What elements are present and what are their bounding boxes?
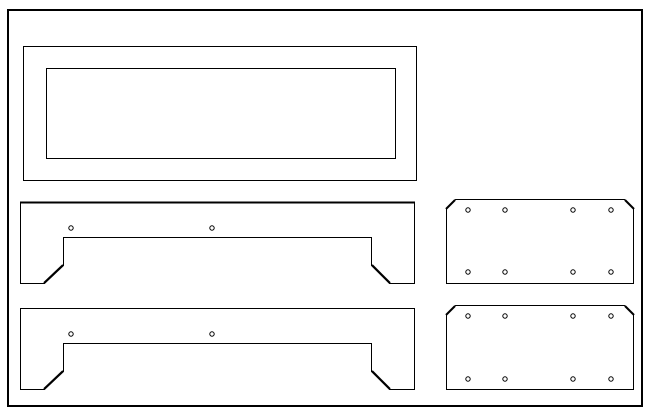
frame-outer-edge xyxy=(23,46,417,181)
frame-inner-cutout xyxy=(46,68,396,159)
sheet-border xyxy=(7,9,643,407)
mounting-hole xyxy=(68,225,74,231)
mounting-hole xyxy=(608,207,614,213)
chamfered-plate-lower xyxy=(445,305,635,390)
plate-chamfer-left xyxy=(445,305,456,316)
mounting-hole xyxy=(465,376,471,382)
bracket-outline xyxy=(20,308,415,390)
bracket-panel-lower xyxy=(20,308,415,390)
mounting-hole xyxy=(608,269,614,275)
mounting-hole xyxy=(465,207,471,213)
mounting-hole xyxy=(465,313,471,319)
mounting-hole xyxy=(502,376,508,382)
bracket-chamfer-left xyxy=(43,370,64,390)
plate-chamfer-right xyxy=(624,305,635,316)
plate-chamfer-left xyxy=(445,199,456,210)
bracket-chamfer-right xyxy=(371,264,391,284)
plate-outline xyxy=(446,305,634,390)
bracket-panel-upper xyxy=(20,201,415,284)
bracket-outline xyxy=(20,202,415,284)
mounting-hole xyxy=(502,313,508,319)
mounting-hole xyxy=(570,313,576,319)
bracket-chamfer-left xyxy=(43,264,64,284)
mounting-hole xyxy=(68,331,74,337)
mounting-hole xyxy=(570,269,576,275)
mounting-hole xyxy=(209,225,215,231)
mounting-hole xyxy=(465,269,471,275)
mounting-hole xyxy=(502,207,508,213)
mounting-hole xyxy=(608,376,614,382)
chamfered-plate-upper xyxy=(445,199,635,284)
mounting-hole xyxy=(502,269,508,275)
mounting-hole xyxy=(608,313,614,319)
plate-chamfer-right xyxy=(624,199,635,210)
plate-outline xyxy=(446,199,634,284)
rectangular-frame-panel xyxy=(23,46,417,181)
mounting-hole xyxy=(570,207,576,213)
mounting-hole xyxy=(209,331,215,337)
mounting-hole xyxy=(570,376,576,382)
bracket-chamfer-right xyxy=(371,370,391,390)
